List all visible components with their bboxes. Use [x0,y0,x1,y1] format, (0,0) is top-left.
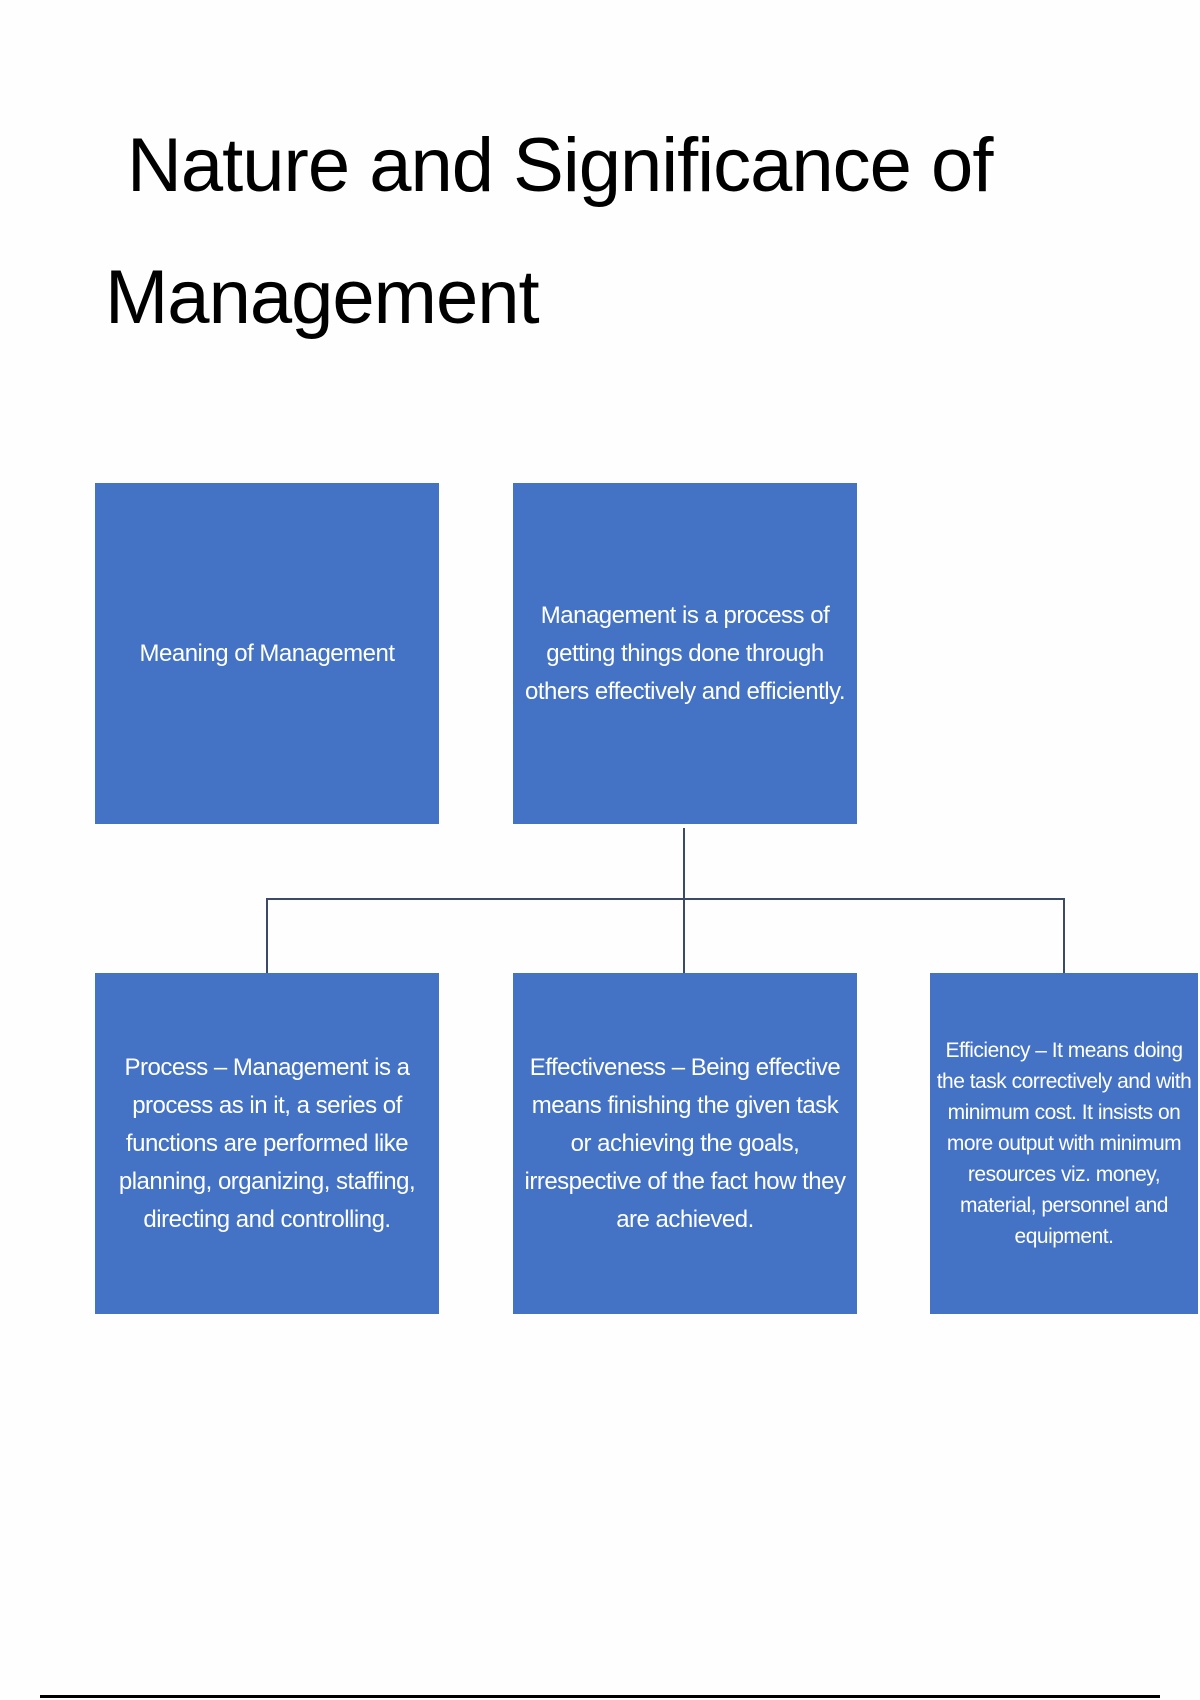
connector-vertical-main [683,828,685,973]
footer-divider [40,1695,1160,1698]
connector-right [1063,898,1065,973]
box-text: Effectiveness – Being effective means fi… [524,1053,847,1233]
connector-horizontal [266,898,1064,900]
box-definition: Management is a process of getting thing… [513,483,857,824]
box-text: Meaning of Management [139,639,396,667]
box-effectiveness: Effectiveness – Being effective means fi… [513,973,857,1314]
slide-title: Nature and Significance of Management [105,100,1105,364]
title-line-2: Management [105,255,540,340]
box-meaning-of-management: Meaning of Management [95,483,439,824]
box-text: Efficiency – It means doing the task cor… [936,1039,1192,1248]
box-text: Management is a process of getting thing… [524,601,846,705]
box-efficiency: Efficiency – It means doing the task cor… [930,973,1198,1314]
title-line-1: Nature and Significance of [127,123,993,208]
box-text: Process – Management is a process as in … [118,1053,416,1233]
connector-left [266,898,268,973]
box-process: Process – Management is a process as in … [95,973,439,1314]
